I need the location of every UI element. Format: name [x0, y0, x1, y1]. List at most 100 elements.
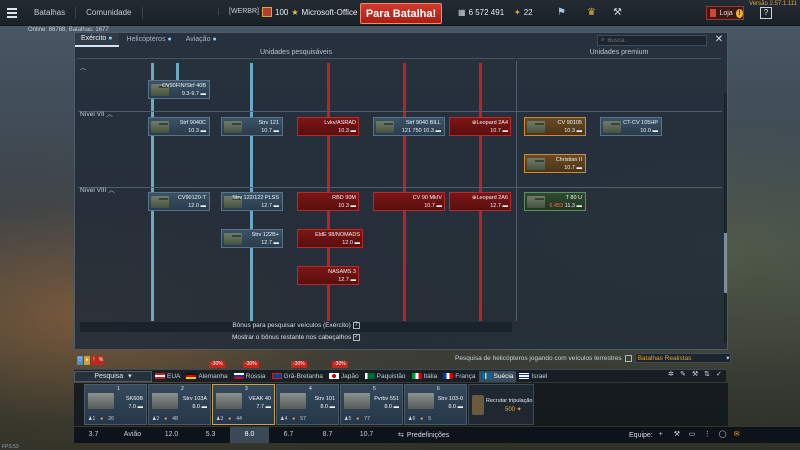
vehicle-card[interactable]: Strv 122B+ 12.7 ▬: [221, 229, 283, 248]
wrench-icon[interactable]: ✎: [680, 371, 686, 378]
vehicle-card-locked[interactable]: EldE 98/NOMADS 12.0 ▬: [297, 229, 363, 248]
nation-pakistan[interactable]: Paquistão: [362, 371, 409, 382]
crew-slot-selected[interactable]: 3 VEAK 40 7.7 ▬ ♟3●44: [212, 384, 275, 425]
vehicle-card-locked[interactable]: ⊕Leopard 2A6 12.7 ▬: [449, 192, 511, 211]
sort-icon[interactable]: ⇅: [704, 371, 710, 378]
discount-icon: %: [98, 356, 104, 365]
nation-sweden[interactable]: Suécia: [478, 370, 517, 382]
chevron-up-icon[interactable]: ︿: [80, 66, 87, 72]
crew-slot[interactable]: 5 Pvrbv 551 8.0 ▬ ♟5●77: [340, 384, 403, 425]
vehicle-thumbnail: [224, 233, 242, 245]
tank-icon[interactable]: ▭: [688, 431, 696, 438]
vehicle-card-premium[interactable]: Christian II 10.7 ▬: [524, 154, 586, 173]
shop-button[interactable]: Loja !: [706, 6, 744, 20]
crew-slot[interactable]: 6 Strv 103-0 8.0 ▬ ♟6●5: [404, 384, 467, 425]
crew-slot[interactable]: 1 SK60B 7.0 ▬ ♟1●26: [84, 384, 147, 425]
flag-britain-icon: [271, 373, 282, 379]
vehicle-card-locked[interactable]: RBD 90M 10.3 ▬: [297, 192, 359, 211]
checkmark-icon[interactable]: ✓: [716, 371, 722, 378]
user-profile[interactable]: 100 ★ Microsoft-Office: [262, 7, 357, 17]
battle-pass-icon[interactable]: ⚑: [557, 7, 566, 18]
crew-slot[interactable]: 4 Strv 101 8.0 ▬ ♟4●57: [276, 384, 339, 425]
gear-icon[interactable]: ✲: [668, 371, 674, 378]
menu-icon[interactable]: [0, 0, 24, 26]
checkbox-checked[interactable]: ✓: [353, 334, 361, 341]
vehicle-card[interactable]: Strf 9040 BILL 121 750 10.3 ▬: [373, 117, 445, 136]
vehicle-card-owned[interactable]: T 80 U 6.453 11.3 ▬: [524, 192, 586, 211]
heli-research-checkbox[interactable]: [624, 354, 632, 362]
add-icon[interactable]: +: [658, 431, 663, 438]
br-tab[interactable]: 3.7: [88, 431, 99, 438]
wrench-icon[interactable]: ⚒: [613, 7, 622, 18]
research-bonus[interactable]: Bônus para pesquisar veículos (Exército)…: [80, 322, 512, 332]
flag-russia-icon: [233, 373, 244, 379]
search-field[interactable]: ⌕: [597, 35, 707, 46]
vehicle-card[interactable]: CV90120-T 12.0 ▬: [148, 192, 210, 211]
vehicle-card-locked[interactable]: CV 90 MkIV 10.7 ▬: [373, 192, 445, 211]
battle-mode-select[interactable]: Batalhas Realistas ▾: [634, 353, 731, 363]
br-tab[interactable]: 8.7: [322, 431, 333, 438]
nation-germany[interactable]: Alemanha: [183, 371, 230, 382]
flag-france-icon: [443, 373, 454, 379]
research-line: [176, 63, 179, 93]
br-tab[interactable]: 12.0: [164, 431, 179, 438]
mail-icon[interactable]: ✉: [733, 431, 740, 438]
trophy-icon[interactable]: ♛: [587, 7, 596, 18]
ammo-icon[interactable]: ⋮: [703, 431, 711, 438]
presets-button[interactable]: ⇆ Predefinições: [398, 431, 450, 440]
clan-tag[interactable]: [WERBR]: [218, 8, 259, 15]
nation-israel[interactable]: Israel: [516, 371, 550, 382]
chevron-down-icon: ▾: [128, 373, 132, 380]
chat-icon[interactable]: ◯: [718, 431, 727, 438]
rank-icon: [262, 7, 272, 17]
vehicle-card-premium[interactable]: CV 90105 10.3 ▬: [524, 117, 586, 136]
recruit-crew-slot[interactable]: Recrutar tripulação 500 ✦: [468, 384, 534, 425]
nation-france[interactable]: França: [440, 371, 478, 382]
vehicle-card[interactable]: CV90FIN/Strf 40B 9.3-9.7 ▬: [148, 80, 210, 99]
coin-icon: ●: [84, 356, 90, 365]
vehicle-card-locked[interactable]: NASAMS 3 12.7 ▬: [297, 266, 359, 285]
golden-eagles[interactable]: ✦ 22: [514, 8, 533, 17]
battle-rating-bar: 3.7 Avião 12.0 5.3 8.0 6.7 8.7 10.7 ⇆ Pr…: [74, 427, 800, 443]
tree-scrollbar[interactable]: [724, 93, 727, 343]
vehicle-thumbnail: [151, 196, 169, 208]
nav-comunidade[interactable]: Comunidade: [76, 6, 143, 19]
vehicle-card[interactable]: Strv 122/122 PLSS 12.7 ▬: [221, 192, 283, 211]
vehicle-card[interactable]: Strv 121 10.7 ▬: [221, 117, 283, 136]
br-tab[interactable]: 10.7: [359, 431, 374, 438]
tab-army[interactable]: Exército●: [75, 33, 119, 47]
br-tab-selected[interactable]: 8.0: [230, 427, 269, 443]
repair-icon[interactable]: ⚒: [673, 431, 681, 438]
research-badges: ⛉ ● ! %: [77, 356, 104, 365]
crew-slot[interactable]: 2 Strv 103A 8.0 ▬ ♟2●48: [148, 384, 211, 425]
br-tab[interactable]: Avião: [123, 431, 142, 438]
nation-japan[interactable]: Japão: [326, 371, 362, 382]
shield-icon: ⛉: [77, 356, 83, 365]
nation-britain[interactable]: Grã-Bretanha: [269, 371, 326, 382]
tab-helicopters[interactable]: Helicópteros●: [121, 33, 178, 47]
search-input[interactable]: [607, 37, 698, 44]
vehicle-card-locked[interactable]: Lvkv/ASRAD 10.3 ▬: [297, 117, 359, 136]
repair-icon[interactable]: ⚒: [692, 371, 699, 378]
tab-aviation[interactable]: Aviação●: [180, 33, 223, 47]
flag-usa-icon: [155, 373, 165, 379]
vehicle-thumbnail: [280, 393, 306, 409]
research-selector[interactable]: Pesquisa ▾: [74, 370, 152, 382]
show-bonus-toggle[interactable]: Mostrar o bônus restante nos cabeçalhos …: [231, 334, 361, 342]
silver-lions[interactable]: ▦ 6 572 491: [458, 8, 505, 17]
to-battle-button[interactable]: Para Batalha!: [360, 3, 442, 24]
nation-usa[interactable]: EUA: [152, 371, 183, 382]
br-tab[interactable]: 6.7: [283, 431, 294, 438]
vehicle-card[interactable]: Strf 9040C 10.3 ▬: [148, 117, 210, 136]
br-tab[interactable]: 5.3: [205, 431, 216, 438]
hint-icon[interactable]: ?: [352, 322, 360, 329]
scrollbar-thumb[interactable]: [724, 233, 727, 293]
nation-italy[interactable]: Itália: [409, 371, 441, 382]
close-icon[interactable]: ✕: [714, 34, 724, 45]
vehicle-card[interactable]: CT-CV 105HP 10.0 ▬: [600, 117, 662, 136]
help-button[interactable]: ?: [760, 7, 772, 19]
nation-russia[interactable]: Rússia: [231, 371, 269, 382]
vehicle-thumbnail: [527, 196, 545, 208]
nav-batalhas[interactable]: Batalhas: [24, 6, 77, 19]
vehicle-card-locked[interactable]: ⊕Leopard 2A4 10.7 ▬: [449, 117, 511, 136]
